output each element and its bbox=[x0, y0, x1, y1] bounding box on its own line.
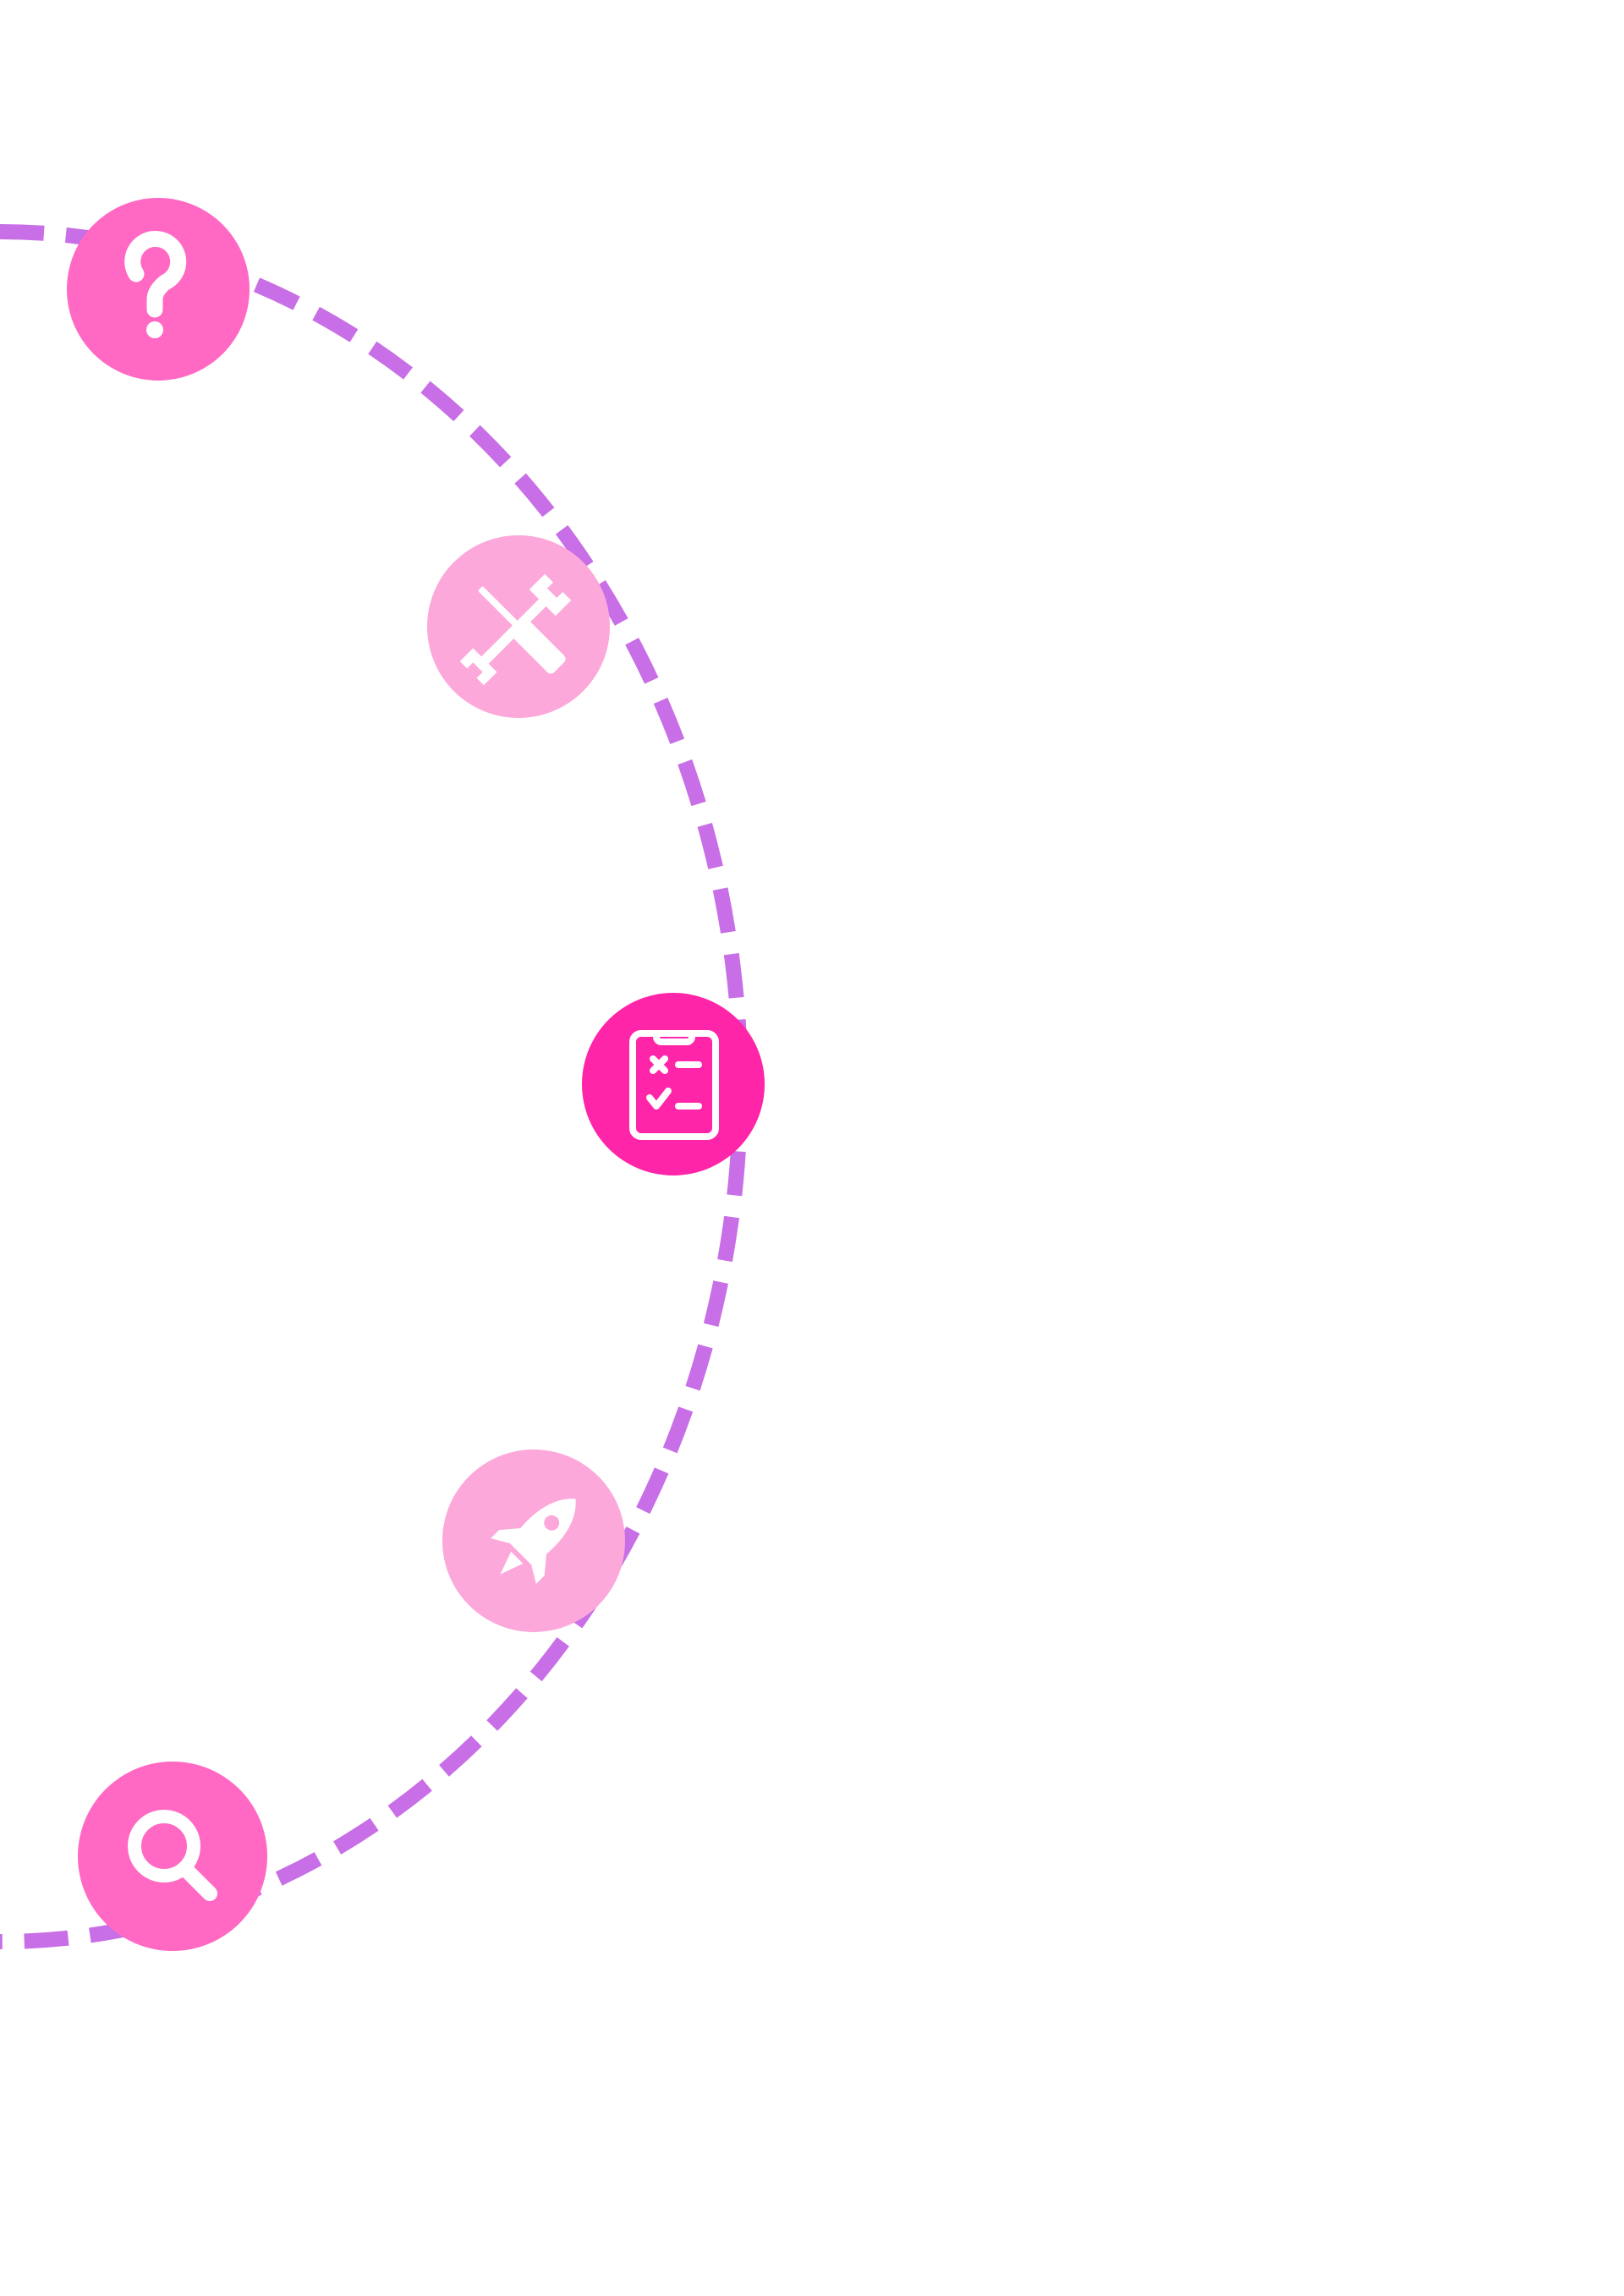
tools-icon bbox=[459, 573, 572, 686]
node-circle bbox=[78, 1762, 267, 1951]
search-icon bbox=[128, 1810, 217, 1901]
step-node-question[interactable] bbox=[67, 198, 250, 381]
rocket-icon bbox=[491, 1499, 576, 1584]
step-node-checklist[interactable] bbox=[582, 993, 765, 1175]
question-icon bbox=[124, 230, 187, 338]
step-node-tools[interactable] bbox=[427, 535, 610, 718]
step-node-rocket[interactable] bbox=[442, 1449, 625, 1632]
node-circle bbox=[582, 993, 765, 1175]
checklist-icon bbox=[629, 1030, 719, 1140]
step-node-search[interactable] bbox=[78, 1762, 267, 1951]
